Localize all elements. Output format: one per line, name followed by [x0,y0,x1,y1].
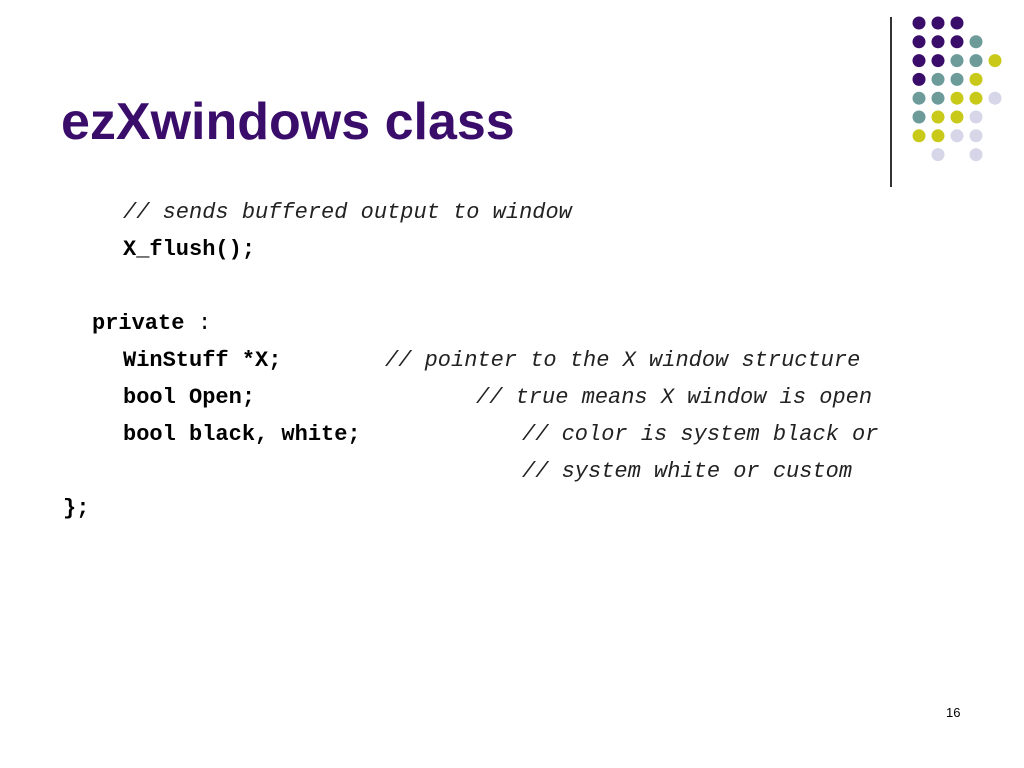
decor-dot [988,91,1002,105]
code-open-decl: bool Open; [123,385,256,410]
code-winstuff-comment: // pointer to the X window structure [385,348,861,373]
code-color-comment-2: // system white or custom [522,459,853,484]
decor-dot [931,72,945,86]
code-winstuff-decl: WinStuff *X; [123,348,282,373]
decor-dot [931,110,945,124]
decor-dot [931,129,945,143]
dot-grid [912,16,1002,162]
decor-dot [969,54,983,68]
decor-dot [950,16,964,30]
decor-dot [931,91,945,105]
divider-line [890,17,892,187]
code-comment-flush: // sends buffered output to window [123,200,572,225]
code-color-decl: bool black, white; [123,422,361,447]
slide-title: ezXwindows class [61,93,515,151]
code-flush-call: X_flush(); [123,237,256,262]
decor-dot [969,129,983,143]
code-private-keyword: private [92,311,185,336]
decor-dot [912,129,926,143]
code-private-colon: : [198,311,212,336]
decor-dot [950,110,964,124]
code-closing-brace: }; [63,496,90,521]
decor-dot [988,54,1002,68]
decor-dot [912,91,926,105]
decor-dot [912,54,926,68]
decor-dot [950,54,964,68]
decor-dot [950,72,964,86]
decor-dot [931,35,945,49]
decor-dot [969,148,983,162]
decor-dot [950,91,964,105]
decor-dot [912,110,926,124]
decor-dot [950,129,964,143]
decor-dot [969,110,983,124]
decor-dot [969,35,983,49]
decor-dot [912,72,926,86]
decor-dot [931,148,945,162]
code-open-comment: // true means X window is open [476,385,873,410]
decor-dot [931,54,945,68]
decor-dot [950,35,964,49]
code-color-comment-1: // color is system black or [522,422,879,447]
decor-dot [912,16,926,30]
decor-dot [931,16,945,30]
decor-dot [969,72,983,86]
decor-dot [969,91,983,105]
decor-dot [912,35,926,49]
page-number: 16 [946,705,961,720]
